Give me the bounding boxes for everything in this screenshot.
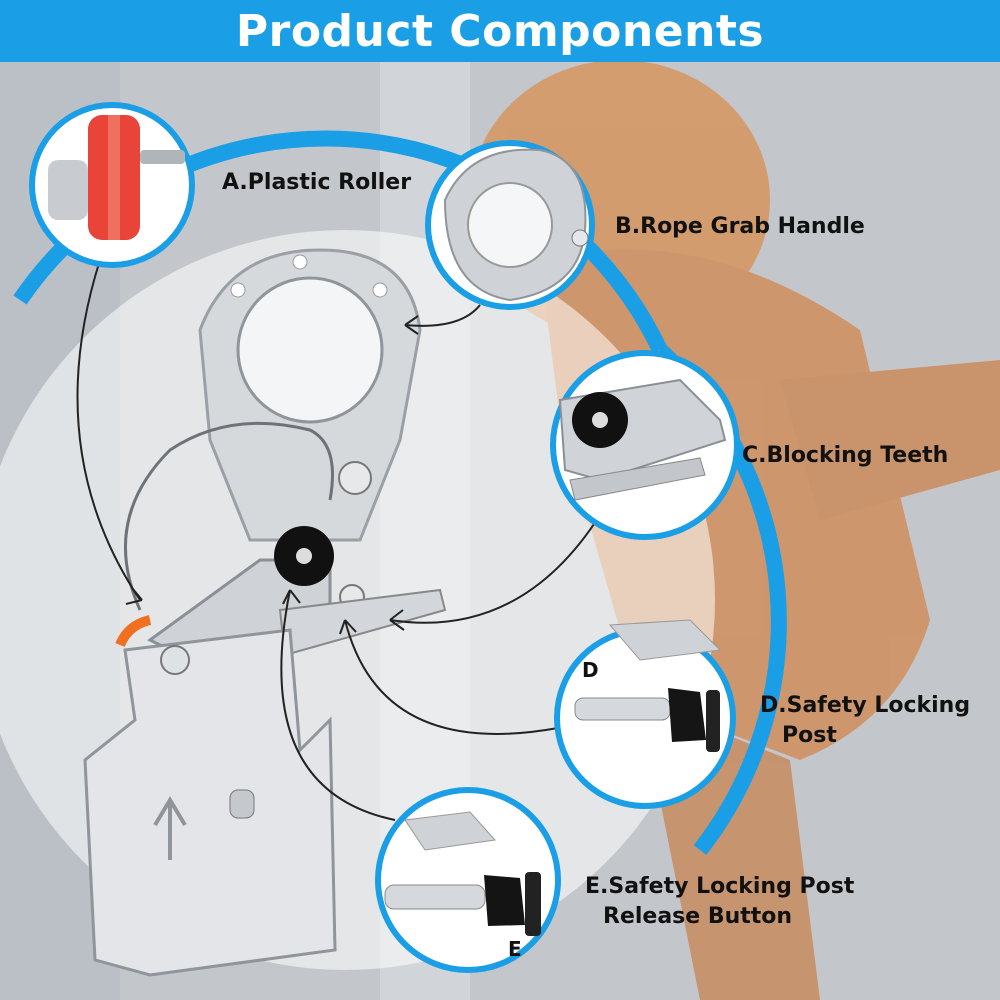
label-safety-locking-post-line1: D.Safety Locking [760,693,971,718]
page-title: Product Components [235,5,765,57]
release-button-icon [375,787,561,973]
label-release-button: E.Safety Locking Post Release Button [585,872,854,932]
blocking-teeth-icon [550,350,740,540]
label-plastic-roller: A.Plastic Roller [222,170,412,195]
label-rope-grab-handle: B.Rope Grab Handle [615,214,865,239]
label-release-button-line1: E.Safety Locking Post [585,874,855,899]
safety-locking-post-icon [554,619,736,809]
plastic-roller-icon [29,102,195,268]
label-safety-locking-post: D.Safety Locking Post [760,691,970,751]
callout-lines [76,259,601,821]
header-banner: Product Components [0,0,1000,62]
label-release-button-line2: Release Button [603,904,793,929]
device-body [83,615,337,977]
label-blocking-teeth: C.Blocking Teeth [742,443,949,468]
rope-grab-handle-icon [425,140,595,310]
lanyard-cable [123,421,334,611]
label-safety-locking-post-line2: Post [782,723,837,748]
callout-letter-d: D [582,658,599,682]
callout-letter-e: E [508,937,522,961]
